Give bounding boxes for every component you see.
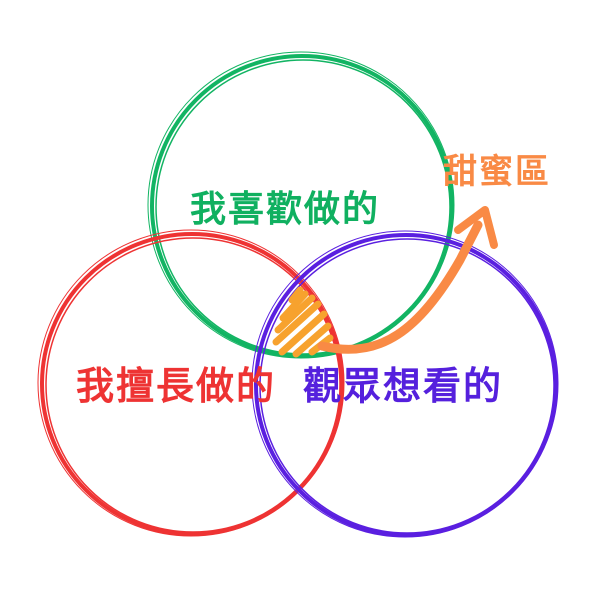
sweet-spot-arrow [317, 206, 498, 354]
circle-purple [251, 230, 559, 538]
circle-green [147, 51, 455, 359]
label-what-audience-wants: 觀眾想看的 [303, 364, 504, 408]
sweet-spot-scribble [272, 286, 334, 358]
circle-red [37, 229, 345, 537]
label-what-i-like: 我喜歡做的 [190, 189, 381, 230]
label-what-im-good-at: 我擅長做的 [76, 364, 277, 408]
label-sweet-spot: 甜蜜區 [443, 152, 551, 192]
